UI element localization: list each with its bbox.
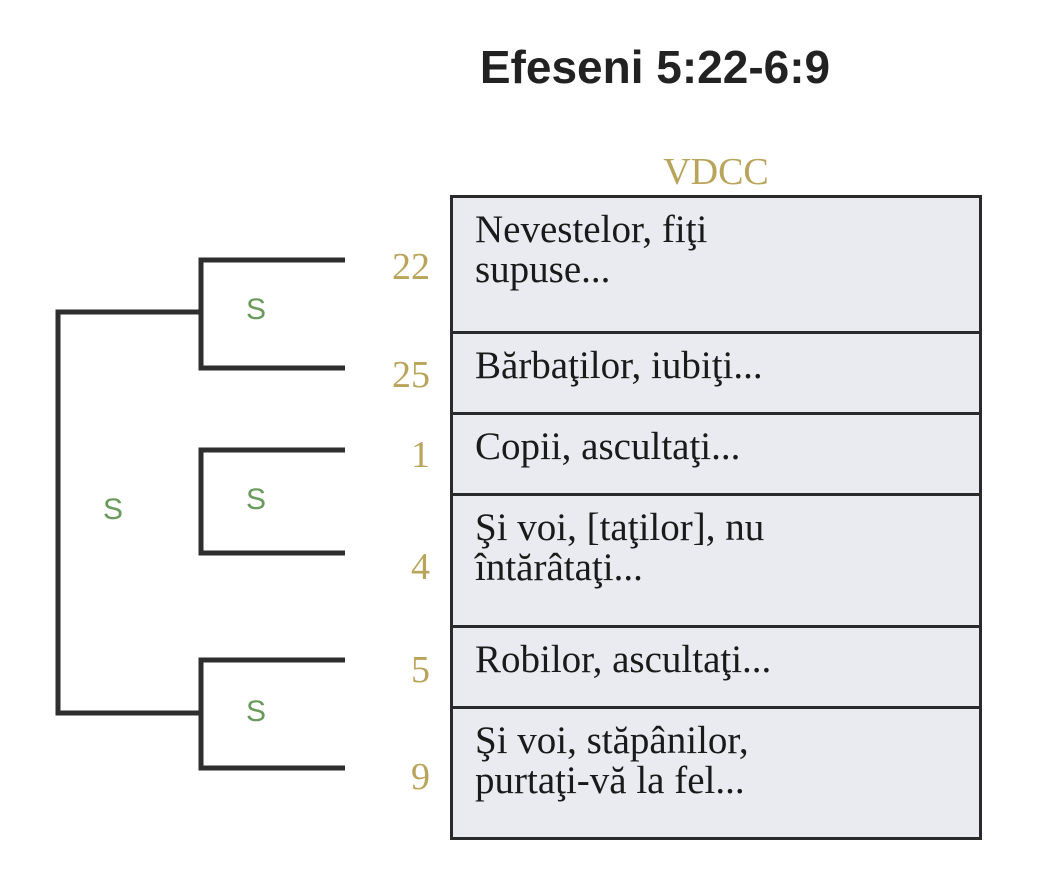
table-row: Şi voi, stăpânilor, purtaţi-vă la fel...: [453, 706, 979, 837]
verse-number: 22: [392, 246, 430, 288]
structure-label-pair-3: S: [246, 695, 267, 728]
structure-label-outer: S: [103, 493, 124, 526]
table-row: Nevestelor, fiţi supuse...: [453, 198, 979, 331]
bracket-pair-3: [198, 657, 345, 771]
structure-label-pair-1: S: [246, 293, 267, 326]
bracket-outer: [55, 309, 201, 716]
table-row: Şi voi, [taţilor], nu întărâtaţi...: [453, 493, 979, 625]
table-row: Bărbaţilor, iubiţi...: [453, 331, 979, 412]
verse-number: 9: [411, 756, 430, 798]
bracket-pair-2: [198, 447, 345, 556]
table-row: Copii, ascultaţi...: [453, 412, 979, 493]
structure-brackets: [55, 257, 345, 771]
table-row: Robilor, ascultaţi...: [453, 625, 979, 706]
verse-number: 4: [411, 546, 430, 588]
verse-number: 5: [411, 649, 430, 691]
column-header: VDCC: [663, 151, 769, 193]
bracket-pair-1: [198, 257, 345, 371]
verse-number: 25: [392, 354, 430, 396]
verse-table: Nevestelor, fiţi supuse... Bărbaţilor, i…: [450, 195, 982, 840]
structure-label-pair-2: S: [246, 483, 267, 516]
verse-number: 1: [411, 434, 430, 476]
page-title: Efeseni 5:22-6:9: [479, 41, 831, 93]
